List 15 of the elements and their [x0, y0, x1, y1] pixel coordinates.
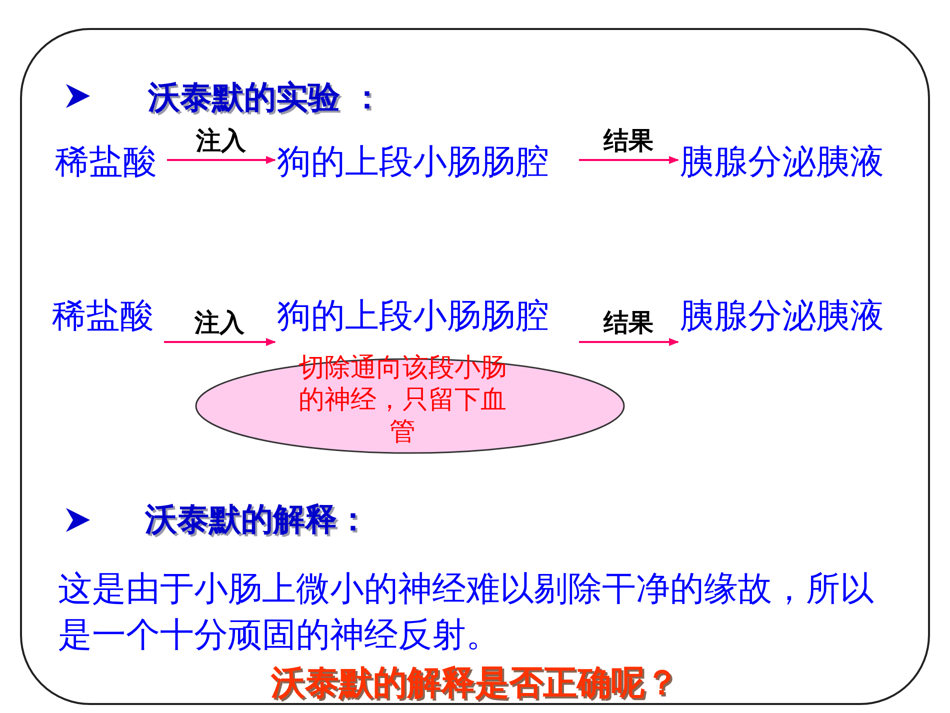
- arrow: [164, 338, 276, 346]
- step-text: 稀盐酸: [55, 141, 157, 184]
- section-heading: 沃泰默的解释：: [145, 499, 369, 540]
- section-heading: 沃泰默的实验 ：: [148, 77, 384, 118]
- step-text: 胰腺分泌胰液: [680, 141, 884, 184]
- arrow: [579, 338, 679, 346]
- slide-frame: [20, 28, 930, 705]
- explanation-paragraph: 这是由于小肠上微小的神经难以剔除干净的缘故，所以是一个十分顽固的神经反射。: [58, 568, 875, 657]
- question-text: 沃泰默的解释是否正确呢？: [270, 662, 680, 705]
- step-text: 狗的上段小肠肠腔: [277, 295, 549, 338]
- step-text: 狗的上段小肠肠腔: [277, 141, 549, 184]
- arrow: [579, 156, 679, 164]
- step-text: 胰腺分泌胰液: [680, 295, 884, 338]
- arrow: [167, 156, 276, 164]
- step-text: 稀盐酸: [52, 295, 154, 338]
